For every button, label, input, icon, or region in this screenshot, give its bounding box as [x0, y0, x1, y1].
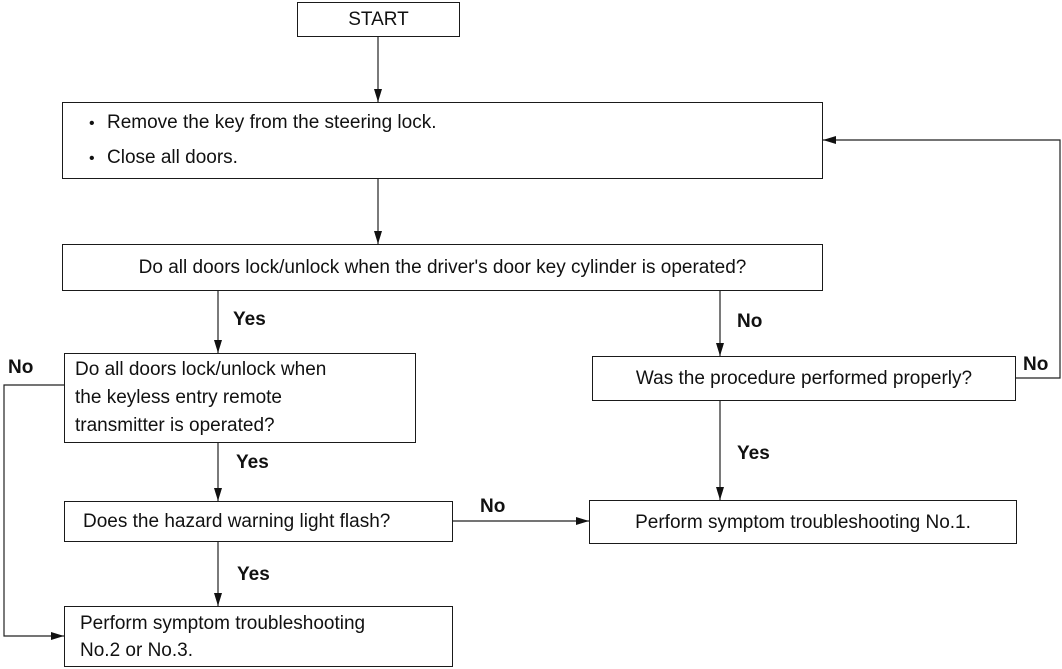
question-driver-key-cylinder-text: Do all doors lock/unlock when the driver… — [138, 257, 747, 278]
step-bullet-text: Close all doors. — [107, 146, 238, 168]
question-line: transmitter is operated? — [75, 415, 275, 436]
step-remove-key-box: • Remove the key from the steering lock.… — [62, 102, 823, 179]
question-procedure-text: Was the procedure performed properly? — [635, 368, 973, 389]
yes-label: Yes — [237, 564, 270, 585]
no-label: No — [1023, 354, 1049, 375]
start-label: START — [348, 9, 409, 30]
result-line: No.2 or No.3. — [80, 639, 193, 661]
yes-label: Yes — [236, 452, 269, 473]
arrow-q2-no-to-result2 — [3, 384, 64, 640]
step-bullet-item: • Close all doors. — [89, 141, 822, 176]
question-line: the keyless entry remote — [75, 387, 282, 408]
bullet-icon: • — [89, 149, 95, 167]
start-box: START — [297, 2, 460, 37]
result-troubleshooting-no2-no3-box: Perform symptom troubleshooting No.2 or … — [64, 606, 453, 667]
question-keyless-remote-box: Do all doors lock/unlock when the keyles… — [64, 353, 416, 443]
step-bullet-list: • Remove the key from the steering lock.… — [89, 106, 822, 176]
yes-label: Yes — [233, 309, 266, 330]
no-label: No — [8, 357, 34, 378]
bullet-icon: • — [89, 114, 95, 132]
step-bullet-text: Remove the key from the steering lock. — [107, 111, 437, 133]
question-hazard-light-box: Does the hazard warning light flash? — [64, 501, 453, 542]
result-troubleshooting-no1-box: Perform symptom troubleshooting No.1. — [589, 500, 1017, 544]
result-troubleshooting-no1-text: Perform symptom troubleshooting No.1. — [635, 511, 971, 533]
yes-label: Yes — [737, 443, 770, 464]
question-driver-key-cylinder-box: Do all doors lock/unlock when the driver… — [62, 244, 823, 291]
no-label: No — [480, 496, 506, 517]
question-hazard-light-text: Does the hazard warning light flash? — [83, 511, 391, 532]
question-procedure-box: Was the procedure performed properly? — [592, 356, 1016, 401]
no-label: No — [737, 311, 763, 332]
question-line: Do all doors lock/unlock when — [75, 359, 327, 380]
result-line: Perform symptom troubleshooting — [80, 612, 366, 634]
arrow-q3-no-loop-to-step1 — [823, 136, 1061, 379]
step-bullet-item: • Remove the key from the steering lock. — [89, 106, 822, 141]
